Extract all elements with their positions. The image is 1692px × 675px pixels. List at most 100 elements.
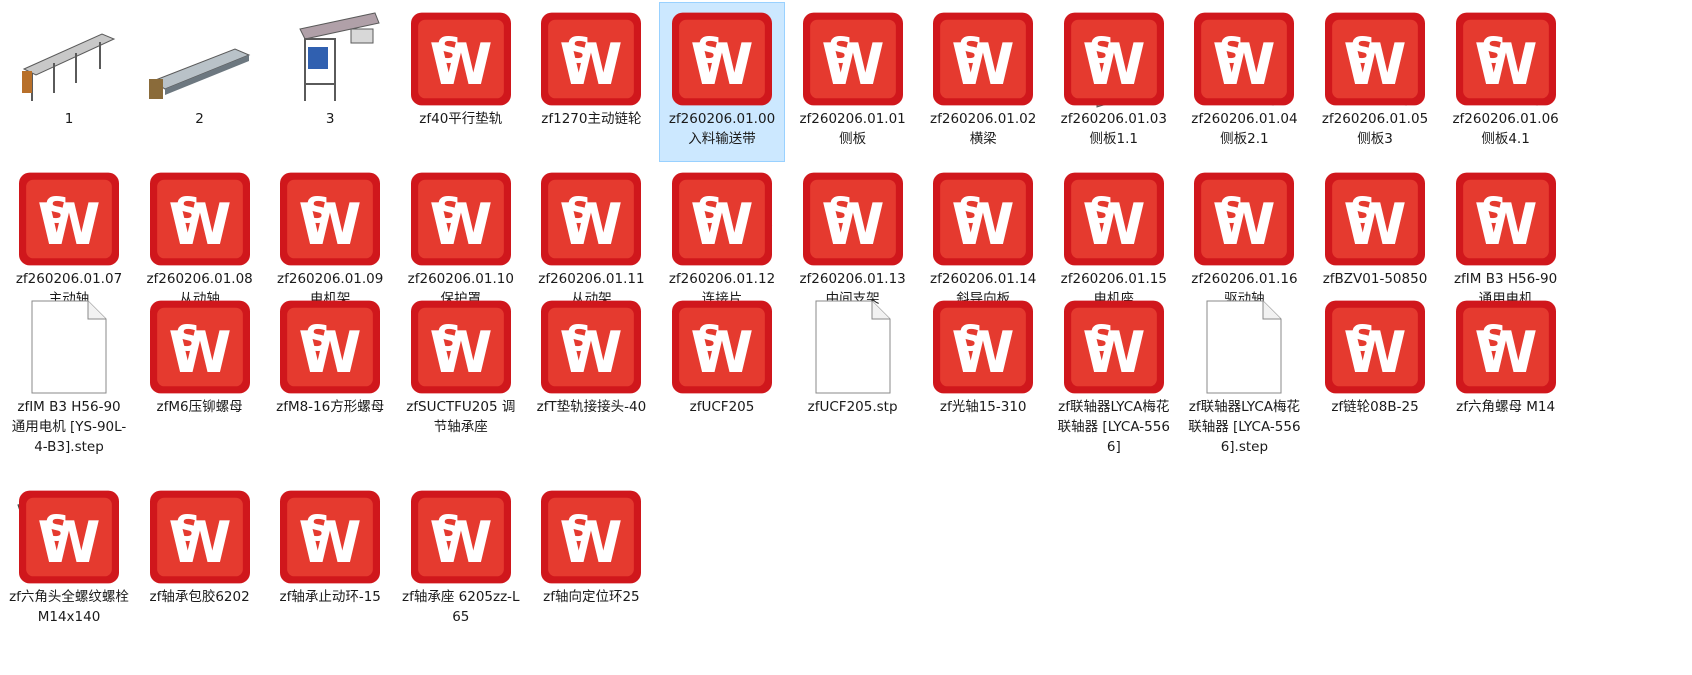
file-item[interactable]: W S zf六角螺母 M14 [1443, 290, 1569, 450]
file-thumbnail: W S [798, 9, 908, 109]
file-item[interactable]: W S zf260206.01.01 侧板 [790, 2, 916, 162]
file-item[interactable]: W S zfSUCTFU205 调节轴承座 [398, 290, 524, 450]
file-item[interactable]: W S zf260206.01.03 侧板1.1 [1051, 2, 1177, 162]
svg-text:S: S [1350, 31, 1376, 72]
svg-text:W: W [37, 192, 100, 258]
svg-text:W: W [1474, 320, 1537, 386]
solidworks-icon: W S [541, 12, 642, 106]
svg-text:W: W [1213, 32, 1276, 98]
file-name: zf260206.01.03 侧板1.1 [1060, 111, 1167, 147]
file-item[interactable]: W S zf260206.01.02 横梁 [920, 2, 1046, 162]
solidworks-icon: W S [280, 172, 381, 266]
svg-text:S: S [1089, 319, 1115, 360]
file-item[interactable]: W S zf260206.01.14 斜导向板 [920, 162, 1046, 322]
svg-text:S: S [175, 319, 201, 360]
file-name: zf联轴器LYCA梅花联轴器 [LYCA-5566].step [1188, 399, 1301, 455]
svg-text:S: S [958, 31, 984, 72]
svg-text:S: S [958, 319, 984, 360]
solidworks-icon: W S [802, 12, 903, 106]
conveyor2-icon [148, 48, 250, 99]
solidworks-icon: W S [1455, 172, 1556, 266]
svg-text:W: W [821, 192, 884, 258]
file-thumbnail: W S [667, 9, 777, 109]
svg-text:S: S [305, 191, 331, 232]
svg-text:S: S [958, 191, 984, 232]
file-item[interactable]: W S zf260206.01.08 从动轴 [137, 162, 263, 322]
svg-text:S: S [566, 509, 592, 550]
file-item[interactable]: W S zf260206.01.10 保护罩 [398, 162, 524, 322]
svg-text:W: W [1474, 192, 1537, 258]
file-name: zf轴向定位环25 [543, 589, 640, 605]
file-item[interactable]: W S zf轴承止动环-15 [267, 480, 393, 640]
file-thumbnail: W S [1451, 9, 1561, 109]
file-item[interactable]: W S zf链轮08B-25 [1312, 290, 1438, 450]
file-item[interactable]: W S zf260206.01.05 侧板3 [1312, 2, 1438, 162]
svg-text:W: W [1082, 320, 1145, 386]
file-item[interactable]: zf联轴器LYCA梅花联轴器 [LYCA-5566].step [1181, 290, 1307, 455]
file-item[interactable]: W S zf260206.01.12 连接片 [659, 162, 785, 322]
file-thumbnail: W S [1451, 297, 1561, 397]
file-item[interactable]: W S zfIM B3 H56-90 通用电机 [1443, 162, 1569, 322]
svg-text:S: S [436, 31, 462, 72]
file-thumbnail: W S [406, 297, 516, 397]
file-item[interactable]: W S zfUCF205 [659, 290, 785, 450]
file-thumbnail: W S [1320, 169, 1430, 269]
file-item[interactable]: W S zf1270主动链轮 [528, 2, 654, 162]
file-item[interactable]: W S zf260206.01.06 侧板4.1 [1443, 2, 1569, 162]
solidworks-icon: W S [933, 12, 1034, 106]
svg-text:S: S [1481, 319, 1507, 360]
file-item[interactable]: zfIM B3 H56-90 通用电机 [YS-90L-4-B3].step [6, 290, 132, 455]
file-item[interactable]: W S zf光轴15-310 [920, 290, 1046, 450]
file-item[interactable]: W S zfM6压铆螺母 [137, 290, 263, 450]
file-item[interactable]: W S zf轴承包胶6202 [137, 480, 263, 640]
svg-text:S: S [1481, 191, 1507, 232]
file-item[interactable]: W S zf轴向定位环25 [528, 480, 654, 640]
svg-text:S: S [697, 31, 723, 72]
file-name: zfT垫轨接接头-40 [536, 399, 647, 415]
file-item[interactable]: W S zfBZV01-50850 [1312, 162, 1438, 322]
file-name: zf六角螺母 M14 [1456, 399, 1556, 415]
file-name: zf40平行垫轨 [419, 111, 503, 127]
solidworks-icon: W S [149, 490, 250, 584]
solidworks-icon: W S [1455, 300, 1556, 394]
file-item[interactable]: W S zf联轴器LYCA梅花联轴器 [LYCA-5566] [1051, 290, 1177, 455]
file-item[interactable]: W S zf40平行垫轨 [398, 2, 524, 162]
file-name: zf轴承包胶6202 [149, 589, 250, 605]
svg-text:W: W [560, 32, 623, 98]
file-item[interactable]: W S zf260206.01.16 驱动轴 [1181, 162, 1307, 322]
svg-text:W: W [952, 192, 1015, 258]
file-item[interactable]: 3 [267, 2, 393, 162]
solidworks-icon: W S [1063, 300, 1164, 394]
file-item[interactable]: 1 [6, 2, 132, 162]
file-item[interactable]: W S zf轴承座 6205zz-L65 [398, 480, 524, 640]
file-name: zf260206.01.05 侧板3 [1321, 111, 1429, 147]
file-name: zfUCF205 [689, 399, 755, 415]
file-item[interactable]: W S zf260206.01.15 电机座 [1051, 162, 1177, 322]
file-name: zf260206.01.02 横梁 [930, 111, 1037, 147]
file-item[interactable]: W S zf260206.01.09 电机架 [267, 162, 393, 322]
svg-text:S: S [828, 31, 854, 72]
svg-text:W: W [429, 192, 492, 258]
file-item[interactable]: W S zf260206.01.07 主动轴 [6, 162, 132, 322]
file-name: zfM6压铆螺母 [156, 399, 243, 415]
file-item[interactable]: W S zfT垫轨接接头-40 [528, 290, 654, 450]
svg-text:S: S [436, 191, 462, 232]
file-item[interactable]: W S zf260206.01.11 从动架 [528, 162, 654, 322]
solidworks-icon: W S [410, 12, 511, 106]
file-item[interactable]: zfUCF205.stp [790, 290, 916, 450]
svg-text:W: W [429, 510, 492, 576]
solidworks-icon: W S [933, 300, 1034, 394]
file-item[interactable]: W S zf260206.01.04 侧板2.1 [1181, 2, 1307, 162]
file-item[interactable]: W S zf260206.01.00 入料输送带 [659, 2, 785, 162]
file-item[interactable]: W S zf六角头全螺纹螺栓 M14x140 [6, 480, 132, 640]
svg-text:S: S [1219, 31, 1245, 72]
file-thumbnail: W S [406, 487, 516, 587]
svg-text:W: W [1474, 32, 1537, 98]
file-name: zf260206.01.00 入料输送带 [668, 111, 776, 147]
file-item[interactable]: W S zf260206.01.13 中间支架 [790, 162, 916, 322]
svg-text:W: W [690, 320, 753, 386]
file-item[interactable]: 2 [137, 2, 263, 162]
file-item[interactable]: W S zfM8-16方形螺母 [267, 290, 393, 450]
solidworks-icon: W S [149, 300, 250, 394]
file-name: zf1270主动链轮 [541, 111, 642, 127]
